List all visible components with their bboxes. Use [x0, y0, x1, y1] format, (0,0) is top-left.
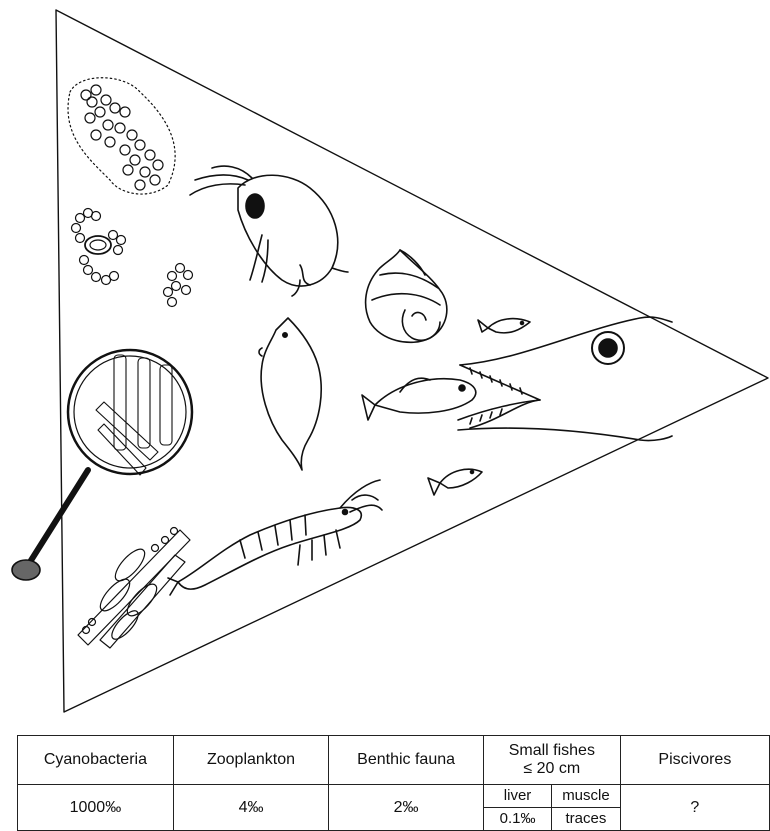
daphnia-icon — [190, 166, 348, 296]
rotifer-icon — [259, 318, 321, 470]
filament-icon — [72, 209, 126, 285]
snail-icon — [366, 250, 447, 342]
label-muscle: muscle — [552, 785, 621, 808]
value-muscle: traces — [552, 808, 621, 831]
header-small-fishes-line2: ≤ 20 cm — [484, 760, 620, 778]
pike-icon — [458, 317, 672, 440]
value-zooplankton: 4‰ — [173, 785, 328, 831]
small-fish-icon-3 — [428, 469, 482, 495]
header-benthic-fauna: Benthic fauna — [329, 736, 484, 785]
label-liver: liver — [483, 785, 551, 808]
trophic-triangle — [56, 10, 768, 712]
header-piscivores: Piscivores — [620, 736, 769, 785]
value-cyanobacteria: 1000‰ — [18, 785, 174, 831]
small-fish-icon — [478, 319, 530, 333]
shrimp-icon — [168, 480, 382, 595]
header-zooplankton: Zooplankton — [173, 736, 328, 785]
value-liver: 0.1‰ — [483, 808, 551, 831]
value-benthic-fauna: 2‰ — [329, 785, 484, 831]
header-small-fishes-line1: Small fishes — [484, 742, 620, 760]
filament-icon-2 — [164, 264, 193, 307]
contamination-table: Cyanobacteria Zooplankton Benthic fauna … — [17, 735, 770, 831]
value-piscivores: ? — [620, 785, 769, 831]
header-cyanobacteria: Cyanobacteria — [18, 736, 174, 785]
cyanobacteria-colony-icon — [68, 78, 175, 194]
header-small-fishes: Small fishes ≤ 20 cm — [483, 736, 620, 785]
filament-bundle-icon — [78, 528, 190, 649]
food-web-diagram — [0, 0, 770, 720]
small-fish-icon-2 — [362, 378, 476, 420]
